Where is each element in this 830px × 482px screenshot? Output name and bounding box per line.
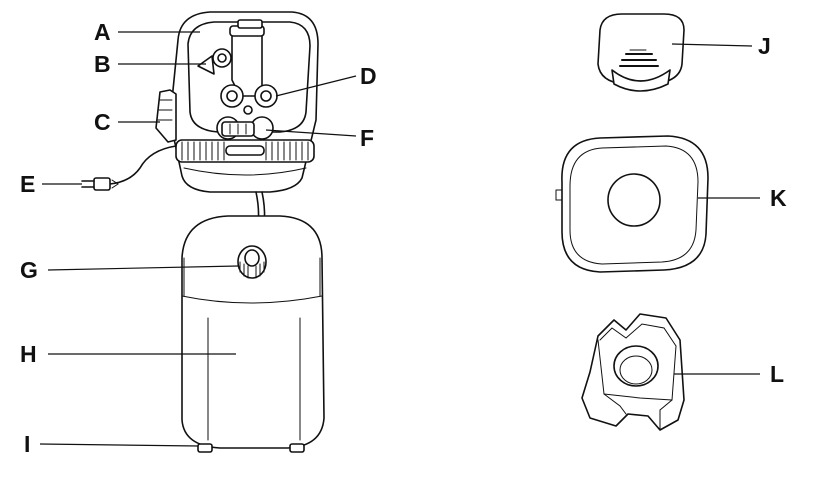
label-f: F — [360, 125, 374, 151]
label-a: A — [94, 19, 111, 45]
label-l: L — [770, 361, 784, 387]
power-cord — [82, 146, 176, 190]
label-k: K — [770, 185, 787, 211]
water-tank — [182, 192, 324, 452]
label-j: J — [758, 33, 771, 59]
part-k-tray — [556, 136, 708, 272]
label-b: B — [94, 51, 111, 77]
label-e: E — [20, 171, 35, 197]
top-unit — [156, 12, 318, 192]
part-j-cap — [598, 14, 684, 91]
label-i: I — [24, 431, 30, 457]
part-l-holder — [582, 314, 684, 430]
label-d: D — [360, 63, 377, 89]
label-c: C — [94, 109, 111, 135]
label-h: H — [20, 341, 37, 367]
label-g: G — [20, 257, 38, 283]
